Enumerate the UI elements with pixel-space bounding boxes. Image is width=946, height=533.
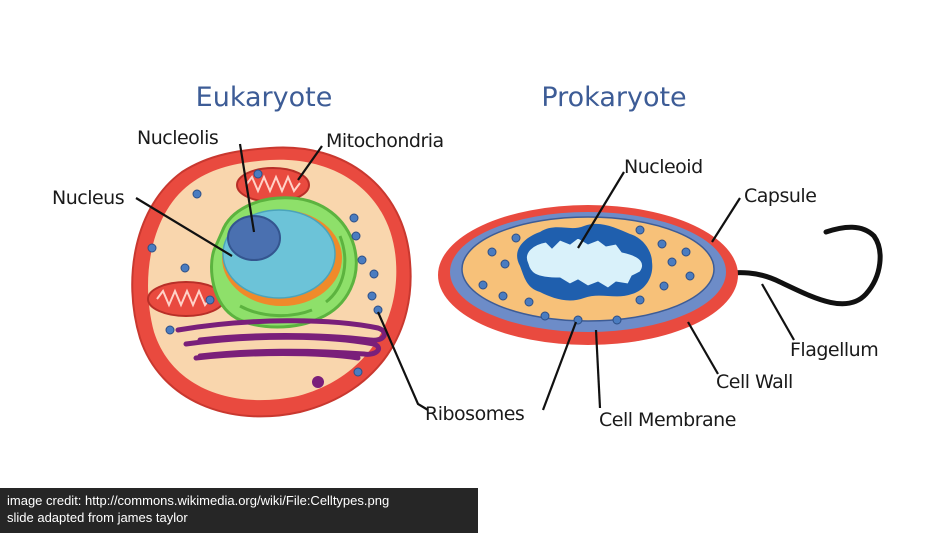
eukaryote-ribosomes	[147, 169, 383, 377]
slide-credit-line: slide adapted from james taylor	[7, 510, 188, 525]
prokaryote-cell	[438, 205, 883, 345]
nucleoid-inner	[526, 237, 644, 289]
label-pointers	[135, 143, 795, 411]
prokaryote-ribosomes	[478, 225, 695, 325]
label-nucleus: Nucleus	[52, 187, 124, 209]
eukaryote-cell	[131, 146, 412, 418]
label-nucleoid: Nucleoid	[624, 156, 703, 178]
image-credit-box: image credit: http://commons.wikimedia.o…	[0, 488, 478, 533]
label-cell-membrane: Cell Membrane	[599, 409, 736, 431]
golgi-apparatus	[175, 318, 387, 361]
label-capsule: Capsule	[744, 185, 816, 207]
image-credit-line: image credit: http://commons.wikimedia.o…	[7, 493, 390, 508]
eukaryote-title: Eukaryote	[196, 82, 333, 113]
nucleolus	[227, 215, 281, 261]
label-cell-wall: Cell Wall	[716, 371, 793, 393]
label-nucleolis: Nucleolis	[137, 127, 218, 149]
label-mitochondria: Mitochondria	[326, 130, 444, 152]
mitochondrion-left	[147, 281, 225, 317]
label-ribosomes: Ribosomes	[425, 403, 524, 425]
label-flagellum: Flagellum	[790, 339, 878, 361]
prokaryote-title: Prokaryote	[541, 82, 686, 113]
flagellum	[707, 224, 883, 307]
